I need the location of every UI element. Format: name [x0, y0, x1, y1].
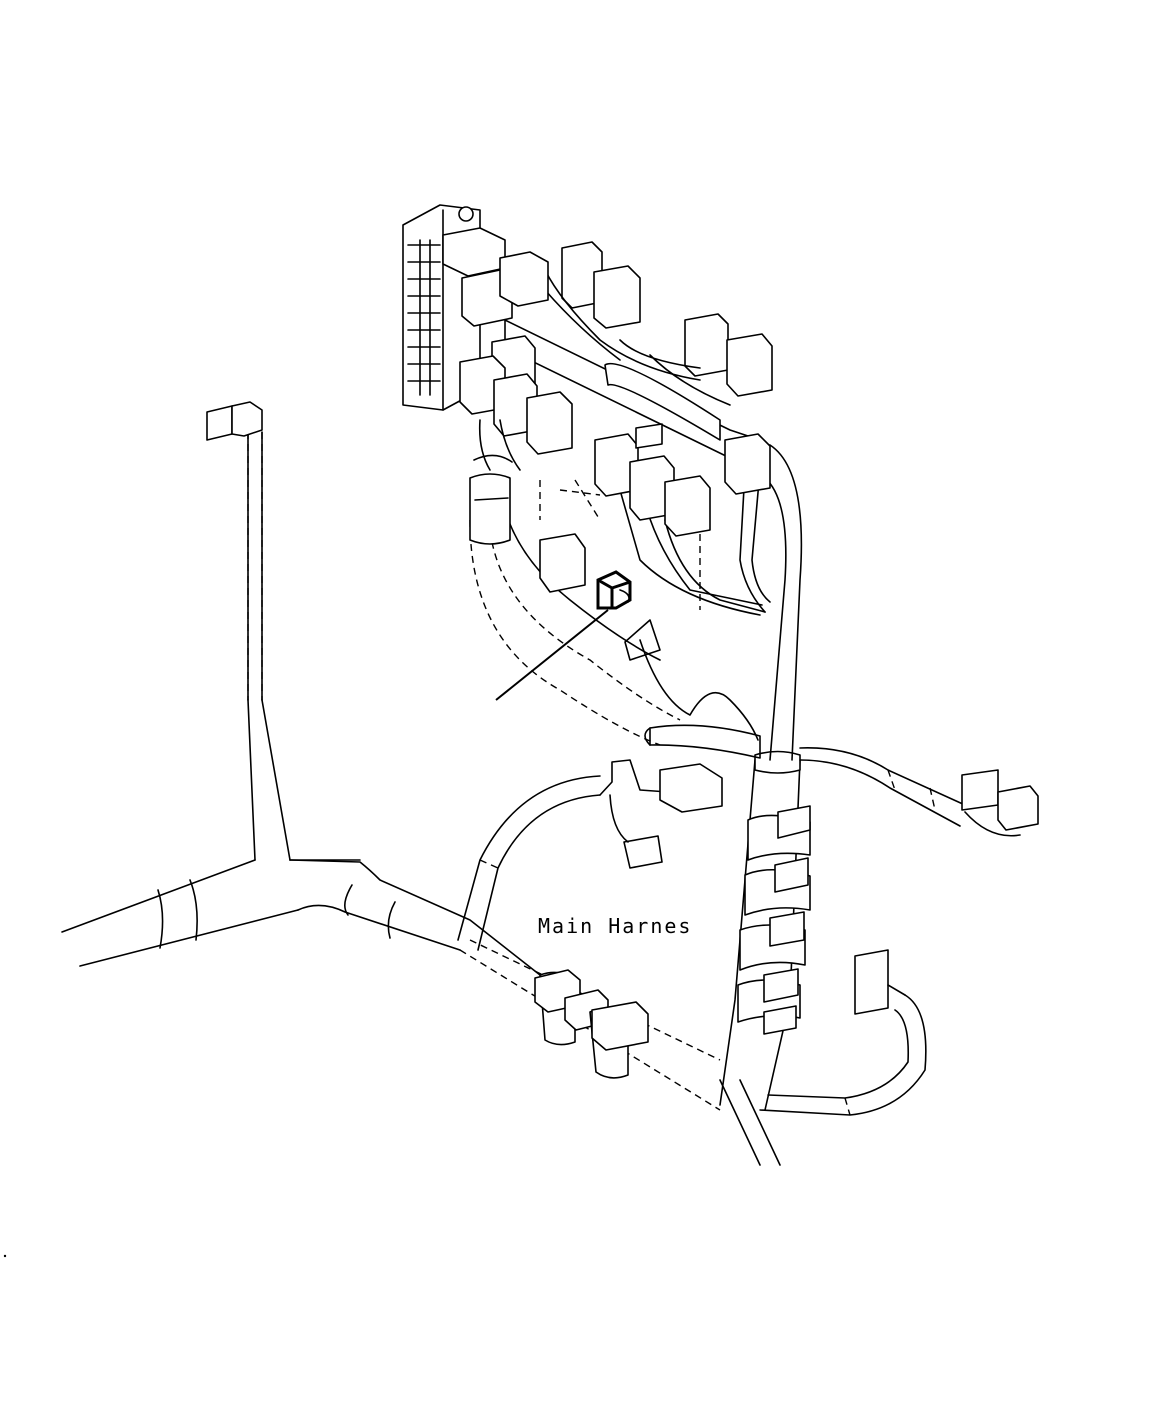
connector-top-left — [206, 401, 263, 441]
left-branch-harness — [61, 431, 361, 967]
highlighted-connector — [596, 570, 632, 610]
trunk-connector-pair — [534, 969, 649, 1079]
right-lower-branch — [759, 949, 927, 1116]
trunk-connector-stack — [737, 805, 811, 1035]
right-branch — [799, 747, 1039, 837]
callout-leader-line — [495, 609, 609, 701]
arch-branch — [457, 775, 601, 951]
upper-loom — [402, 204, 803, 869]
main-harness-label: Main Harnes — [538, 914, 693, 938]
main-trunk — [289, 859, 781, 1166]
margin-dot — [3, 1254, 7, 1258]
